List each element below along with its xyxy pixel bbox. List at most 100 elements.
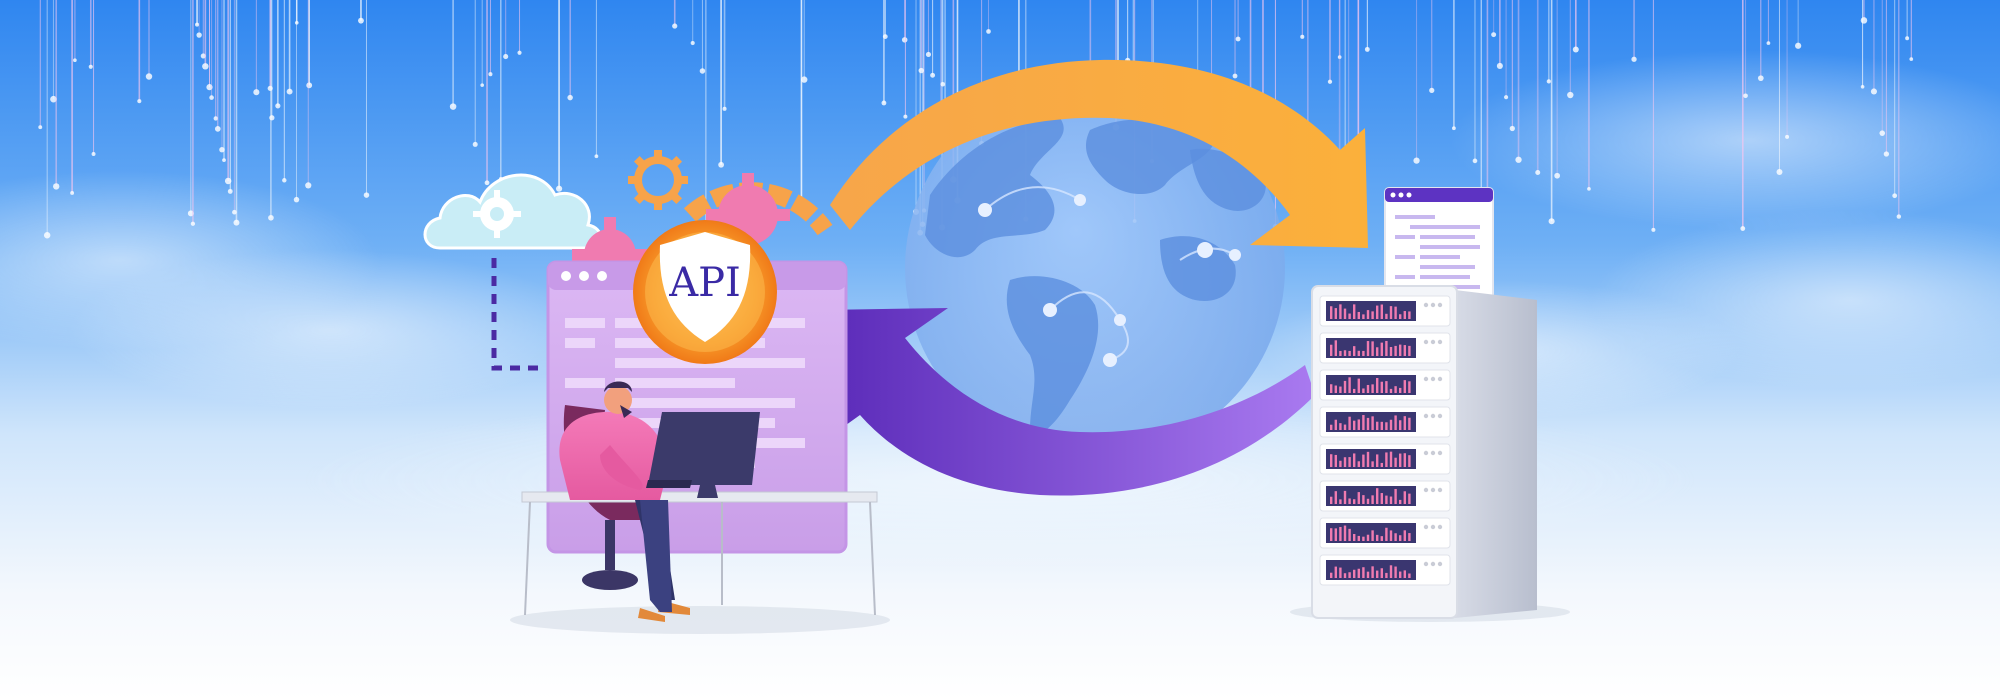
light-streak-dot xyxy=(1896,214,1902,219)
light-streak-dot xyxy=(517,50,522,55)
light-streak-dot xyxy=(1554,172,1561,179)
server-unit xyxy=(1319,480,1451,512)
light-streak-dot xyxy=(196,32,202,38)
light-streak-dot xyxy=(1909,57,1914,61)
light-streak-dot xyxy=(1472,158,1478,164)
light-streak-dot xyxy=(1535,169,1541,175)
light-streak-dot xyxy=(50,95,57,103)
light-streak-dot xyxy=(227,188,233,194)
light-streak-dot xyxy=(209,95,214,100)
light-streak-dot xyxy=(222,158,226,163)
light-streak-dot xyxy=(1651,227,1656,232)
light-streak-dot xyxy=(70,191,75,195)
light-streak-dot xyxy=(286,88,293,95)
light-streak-dot xyxy=(1631,56,1637,62)
orange-arrow xyxy=(830,59,1368,249)
light-streak-dot xyxy=(1364,46,1370,52)
light-streak-dot xyxy=(672,23,678,29)
light-streak-dot xyxy=(901,37,908,43)
light-streak-dot xyxy=(986,29,991,34)
light-streak-dot xyxy=(1743,93,1748,99)
cloud-gear-icon xyxy=(423,173,603,371)
light-streak-dot xyxy=(1451,126,1456,131)
light-streak-dot xyxy=(206,84,213,91)
light-streak-dot xyxy=(1232,73,1238,79)
light-streak-dot xyxy=(1740,226,1746,231)
light-streak-dot xyxy=(43,232,51,239)
light-streak-dot xyxy=(1413,157,1420,164)
light-streak-dot xyxy=(881,100,887,106)
light-streak-dot xyxy=(699,68,706,74)
light-streak-dot xyxy=(1327,79,1333,84)
light-streak-dot xyxy=(53,183,60,190)
light-streak-dot xyxy=(38,125,43,130)
light-streak-dot xyxy=(484,180,490,186)
light-streak-dot xyxy=(1496,62,1503,69)
light-streak-dot xyxy=(137,99,142,104)
light-streak-dot xyxy=(925,51,932,58)
light-streak-dot xyxy=(1491,32,1497,38)
light-streak-dot xyxy=(1572,46,1579,53)
light-streak-dot xyxy=(305,182,312,189)
light-streak-dot xyxy=(903,114,908,119)
light-streak-dot xyxy=(1509,125,1515,132)
light-streak-dot xyxy=(488,72,493,77)
light-streak-dot xyxy=(1337,55,1342,59)
server-unit xyxy=(1319,295,1451,327)
light-streak-dot xyxy=(358,17,364,24)
server-unit xyxy=(1319,554,1451,586)
light-streak-dot xyxy=(1879,130,1886,136)
light-streak-dot xyxy=(718,161,724,168)
light-streak-dot xyxy=(1785,134,1790,139)
light-streak-dot xyxy=(1757,75,1764,82)
light-streak-dot xyxy=(190,221,196,226)
light-streak-dot xyxy=(267,85,273,91)
light-streak-dot xyxy=(1892,193,1898,199)
server-unit xyxy=(1319,406,1451,438)
light-streak-dot xyxy=(449,103,457,110)
light-streak-dot xyxy=(214,126,221,132)
light-streaks xyxy=(38,0,1914,239)
light-streak-dot xyxy=(253,89,260,96)
api-badge-label: API xyxy=(668,260,741,306)
light-streak-dot xyxy=(472,141,478,147)
light-streak-dot xyxy=(480,83,484,87)
purple-arrow xyxy=(822,308,1315,496)
light-streak-dot xyxy=(1870,88,1877,95)
document-window xyxy=(1384,187,1494,299)
light-streak-dot xyxy=(293,196,300,203)
light-streak-dot xyxy=(1860,84,1865,89)
light-streak-dot xyxy=(1548,218,1555,225)
light-streak-dot xyxy=(145,73,153,80)
light-streak-dot xyxy=(882,34,888,39)
light-streak-dot xyxy=(73,58,77,63)
light-streak-dot xyxy=(294,20,299,25)
light-streak-dot xyxy=(91,152,96,156)
light-streak-dot xyxy=(800,76,808,83)
light-streak-dot xyxy=(1567,91,1574,99)
light-streak-dot xyxy=(282,178,287,183)
api-shield-icon: API xyxy=(633,220,777,364)
light-streak-dot xyxy=(202,63,209,70)
light-streak-dot xyxy=(1905,36,1910,41)
server-unit xyxy=(1319,332,1451,364)
light-streak-dot xyxy=(918,67,924,74)
light-streak-dot xyxy=(722,106,727,111)
light-streak-dot xyxy=(567,94,573,101)
light-streak-dot xyxy=(268,214,274,221)
light-streak-dot xyxy=(1795,42,1802,49)
light-streak-dot xyxy=(1515,156,1522,163)
light-streak-dot xyxy=(1504,95,1509,100)
server-unit xyxy=(1319,517,1451,549)
server-unit xyxy=(1319,369,1451,401)
light-streak-dot xyxy=(306,82,313,89)
light-streak-dot xyxy=(88,64,93,69)
light-streak-dot xyxy=(930,72,936,78)
light-streak-dot xyxy=(1766,41,1771,45)
light-streak-dot xyxy=(555,185,563,192)
light-streak-dot xyxy=(594,154,599,159)
server-unit xyxy=(1319,443,1451,475)
light-streak-dot xyxy=(1776,169,1783,175)
light-streak-dot xyxy=(213,116,218,121)
